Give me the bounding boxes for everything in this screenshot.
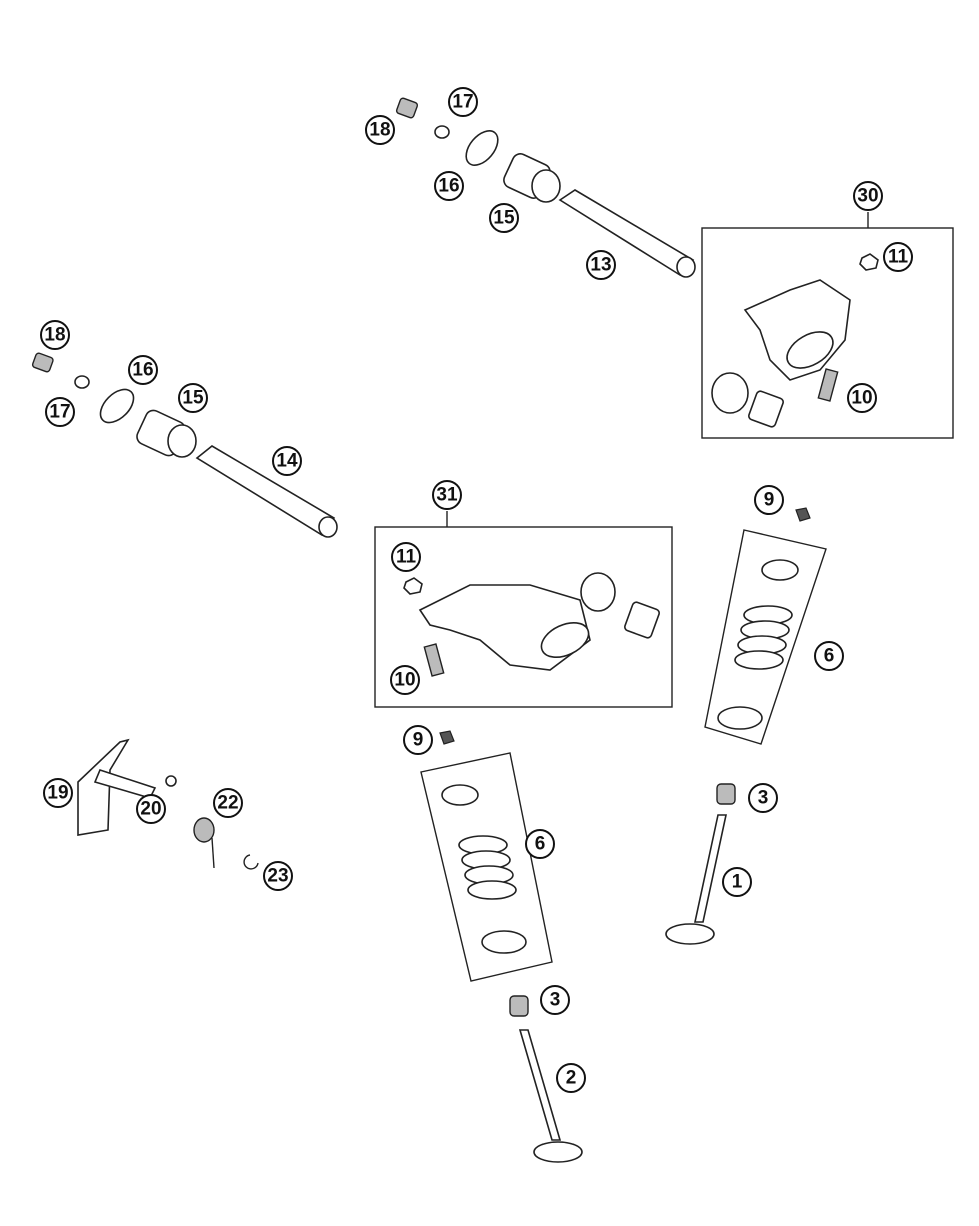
svg-text:22: 22 (217, 793, 238, 814)
callout-10: 10 (390, 665, 420, 695)
svg-text:11: 11 (888, 247, 909, 268)
callout-9: 9 (754, 485, 784, 515)
callout-30: 30 (853, 181, 883, 211)
spring-box-lower (420, 752, 553, 982)
svg-text:31: 31 (436, 485, 458, 506)
valve-1 (665, 783, 736, 945)
svg-text:14: 14 (276, 451, 298, 472)
callout-2: 2 (556, 1063, 586, 1093)
callout-11: 11 (883, 242, 913, 272)
svg-text:18: 18 (44, 325, 65, 346)
callout-20: 20 (136, 794, 166, 824)
svg-text:20: 20 (140, 799, 161, 820)
callout-13: 13 (586, 250, 616, 280)
svg-text:23: 23 (267, 866, 288, 887)
svg-text:6: 6 (535, 834, 546, 855)
callout-11: 11 (391, 542, 421, 572)
svg-text:30: 30 (857, 186, 878, 207)
svg-text:9: 9 (413, 730, 424, 751)
upper-shaft-group (395, 97, 696, 278)
callout-19: 19 (43, 778, 73, 808)
svg-text:3: 3 (550, 990, 561, 1011)
callout-14: 14 (272, 446, 302, 476)
valve-spring-lower (439, 730, 527, 954)
valve-2 (509, 995, 583, 1163)
callout-10: 10 (847, 383, 877, 413)
callout-23: 23 (263, 861, 293, 891)
left-shaft-group (31, 352, 338, 538)
callout-1: 1 (722, 867, 752, 897)
svg-text:17: 17 (452, 92, 473, 113)
rocker-arm-31 (403, 572, 660, 677)
callout-17: 17 (45, 397, 75, 427)
callout-31: 31 (432, 480, 462, 510)
svg-text:16: 16 (438, 176, 459, 197)
callout-15: 15 (178, 383, 208, 413)
svg-text:18: 18 (369, 120, 390, 141)
spring-box-upper (704, 529, 827, 745)
svg-text:6: 6 (824, 646, 835, 667)
svg-text:15: 15 (493, 208, 515, 229)
callout-18: 18 (40, 320, 70, 350)
svg-text:3: 3 (758, 788, 769, 809)
callout-6: 6 (525, 829, 555, 859)
callout-22: 22 (213, 788, 243, 818)
svg-text:2: 2 (566, 1068, 577, 1089)
assembly-box-31 (374, 526, 673, 708)
callout-18: 18 (365, 115, 395, 145)
rocker-arm-30 (711, 253, 879, 428)
svg-text:10: 10 (851, 388, 872, 409)
svg-text:17: 17 (49, 402, 70, 423)
svg-text:16: 16 (132, 360, 153, 381)
decompression-group (77, 738, 259, 870)
callout-3: 3 (540, 985, 570, 1015)
svg-text:11: 11 (396, 547, 417, 568)
svg-text:10: 10 (394, 670, 415, 691)
callout-16: 16 (128, 355, 158, 385)
valve-spring-upper (717, 507, 811, 730)
svg-text:9: 9 (764, 490, 775, 511)
svg-text:13: 13 (590, 255, 611, 276)
svg-text:15: 15 (182, 388, 204, 409)
svg-text:19: 19 (47, 783, 68, 804)
callout-9: 9 (403, 725, 433, 755)
assembly-box-30 (701, 227, 954, 439)
svg-text:1: 1 (732, 872, 743, 893)
callout-16: 16 (434, 171, 464, 201)
callout-17: 17 (448, 87, 478, 117)
callout-15: 15 (489, 203, 519, 233)
callout-3: 3 (748, 783, 778, 813)
callout-6: 6 (814, 641, 844, 671)
